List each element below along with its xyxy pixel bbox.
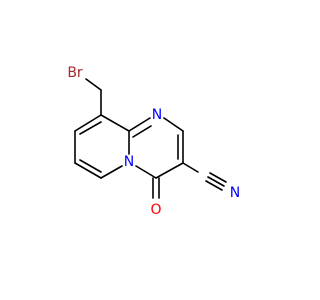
- bond-n1-c2: [163, 117, 184, 132]
- background: [0, 0, 300, 300]
- bond-c4-n5: [135, 165, 157, 179]
- bonds: [74, 78, 227, 199]
- bond-c6-n5: [100, 165, 123, 179]
- molecule-canvas: Br N N N O: [0, 0, 300, 300]
- bond-c9-c9a: [100, 114, 130, 132]
- atom-nitrogen-bridgehead: N: [124, 154, 134, 170]
- bond-br-ch2: [85, 78, 102, 91]
- bond-c7-c6: [74, 162, 102, 179]
- atom-nitrogen-pyrimidine: N: [152, 107, 162, 123]
- bond-c3-cn: [182, 162, 199, 173]
- bond-c9a-n1: [128, 117, 151, 132]
- bond-triple-1: [207, 176, 225, 187]
- atom-nitrogen-nitrile: N: [230, 185, 240, 201]
- bond-triple-2: [209, 172, 227, 183]
- bond-triple-3: [205, 180, 223, 191]
- bond-c3-c4: [155, 162, 184, 179]
- atom-oxygen-carbonyl: O: [150, 202, 161, 218]
- bond-c9a-n1-inner: [132, 125, 152, 138]
- bond-c7-c6-inner: [79, 159, 102, 173]
- bond-c9-c8-inner: [79, 121, 102, 135]
- bond-c9-c8: [74, 114, 102, 132]
- atom-bromine: Br: [67, 65, 83, 81]
- molecule-diagram: Br N N N O: [0, 0, 300, 300]
- atom-labels: Br N N N O: [67, 65, 240, 218]
